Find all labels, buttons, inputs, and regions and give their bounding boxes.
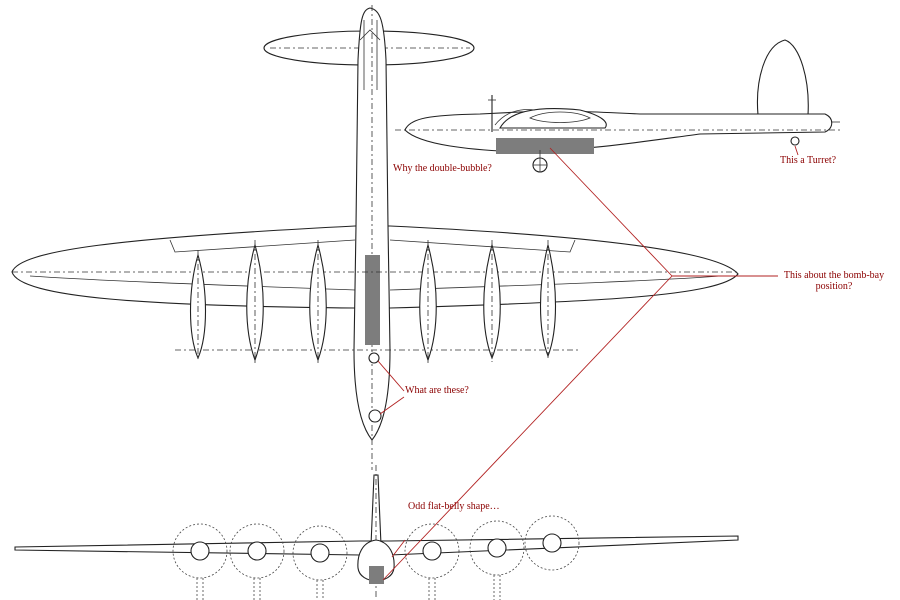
front-view	[14, 465, 739, 600]
side-tail-turret	[790, 136, 800, 146]
front-engine-nacelles	[190, 533, 562, 563]
side-fuselage	[404, 110, 833, 153]
annotation-double-bubble: Why the double-bubble?	[393, 163, 492, 174]
side-fin	[756, 39, 809, 116]
annotation-flat-belly: Odd flat-belly shape…	[408, 501, 500, 512]
plan-fuselage-hole-1	[368, 352, 380, 364]
front-bomb-bay	[369, 566, 384, 584]
annotation-what-are-these: What are these?	[405, 385, 469, 396]
side-bomb-bay	[496, 138, 594, 154]
side-canopy	[499, 108, 607, 129]
annotation-bomb-bay-line-2: position?	[815, 281, 853, 292]
front-propeller-discs	[172, 515, 580, 581]
annotation-bomb-bay: This about the bomb-bay position?	[779, 270, 889, 292]
front-landing-gear	[196, 575, 501, 600]
side-view	[395, 39, 840, 173]
annotation-leaders	[377, 145, 799, 581]
annotation-bomb-bay-line-1: This about the bomb-bay	[783, 270, 885, 281]
plan-view	[11, 5, 740, 470]
plan-bomb-bay	[365, 255, 380, 345]
annotation-turret: This a Turret?	[780, 155, 837, 166]
plan-engine-nacelles	[190, 240, 556, 364]
plan-fuselage-hole-2	[368, 409, 382, 423]
